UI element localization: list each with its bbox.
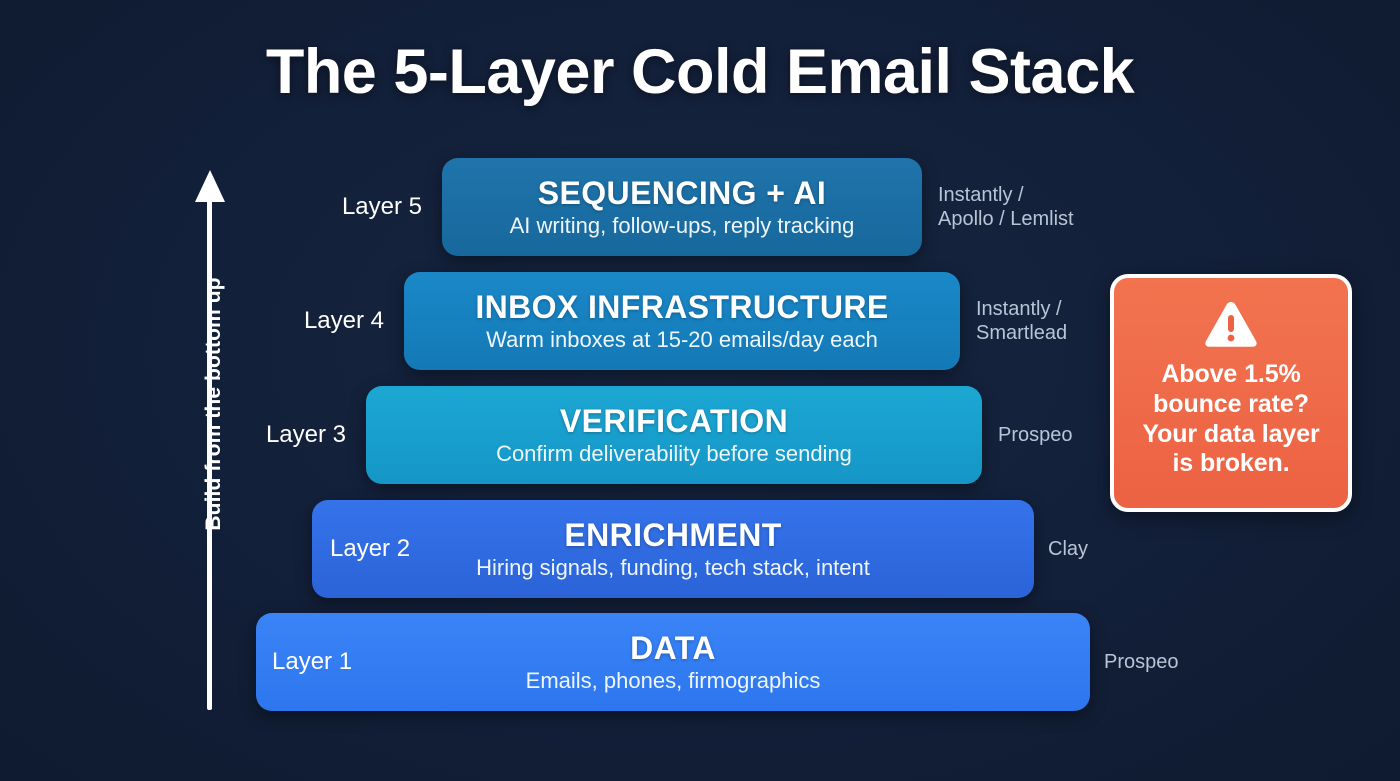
layer-description-3: Confirm deliverability before sending: [496, 441, 852, 467]
layer-description-2: Hiring signals, funding, tech stack, int…: [476, 555, 870, 581]
layer-title-3: VERIFICATION: [559, 402, 789, 439]
warning-line: Above 1.5%: [1161, 360, 1301, 388]
layer-title-1: DATA: [630, 629, 716, 666]
vendor-label-5: Instantly / Apollo / Lemlist: [938, 158, 1074, 256]
layer-number-label-1: Layer 1: [272, 648, 353, 675]
layer-description-5: AI writing, follow-ups, reply tracking: [509, 213, 855, 239]
layer-title-5: SEQUENCING + AI: [537, 174, 827, 211]
layer-bar-1[interactable]: DATA Emails, phones, firmographics: [256, 613, 1090, 711]
vendor-line: Instantly /: [976, 298, 1062, 320]
vendor-line: Smartlead: [976, 322, 1068, 344]
pyramid-row-layer-5: Layer 5 SEQUENCING + AI AI writing, foll…: [0, 158, 1400, 256]
layer-title-4: INBOX INFRASTRUCTURE: [475, 288, 889, 325]
warning-text: Above 1.5% bounce rate? Your data layer …: [1114, 360, 1348, 479]
layer-description-4: Warm inboxes at 15-20 emails/day each: [486, 327, 878, 353]
warning-line: bounce rate?: [1153, 389, 1309, 418]
vendor-line: Clay: [1048, 538, 1089, 560]
layer-number-label-3: Layer 3: [265, 421, 346, 448]
warning-triangle-icon: [1205, 302, 1257, 347]
vendor-label-3: Prospeo: [998, 386, 1073, 484]
vendor-line: Prospeo: [1104, 651, 1179, 673]
layer-number-label-2: Layer 2: [330, 535, 411, 562]
vendor-line: Apollo / Lemlist: [938, 208, 1074, 230]
layer-bar-2[interactable]: ENRICHMENT Hiring signals, funding, tech…: [312, 500, 1034, 598]
vendor-label-1: Prospeo: [1104, 613, 1179, 711]
layer-bar-5[interactable]: SEQUENCING + AI AI writing, follow-ups, …: [442, 158, 922, 256]
layer-description-1: Emails, phones, firmographics: [525, 668, 821, 694]
layer-bar-4[interactable]: INBOX INFRASTRUCTURE Warm inboxes at 15-…: [404, 272, 960, 370]
warning-line: Your data layer: [1142, 419, 1320, 448]
warning-line: is broken.: [1172, 449, 1290, 478]
layer-number-label-4: Layer 4: [303, 307, 384, 334]
layer-title-2: ENRICHMENT: [564, 516, 782, 553]
pyramid-row-layer-4: Layer 4 INBOX INFRASTRUCTURE Warm inboxe…: [0, 272, 1400, 370]
vendor-line: Instantly /: [938, 184, 1024, 206]
vendor-line: Prospeo: [998, 424, 1073, 446]
page-title: The 5-Layer Cold Email Stack: [265, 37, 1135, 107]
build-direction-arrow: Build from the bottom up: [165, 170, 275, 710]
warning-callout-card: Above 1.5% bounce rate? Your data layer …: [1110, 274, 1352, 512]
pyramid-row-layer-3: Layer 3 VERIFICATION Confirm deliverabil…: [0, 386, 1400, 484]
layer-bar-3[interactable]: VERIFICATION Confirm deliverability befo…: [366, 386, 982, 484]
layer-number-label-5: Layer 5: [341, 193, 422, 220]
pyramid-row-layer-2: ENRICHMENT Hiring signals, funding, tech…: [0, 500, 1400, 598]
vendor-label-4: Instantly / Smartlead: [976, 272, 1067, 370]
vendor-label-2: Clay: [1048, 500, 1088, 598]
arrow-shaft: [207, 196, 212, 710]
pyramid-row-layer-1: DATA Emails, phones, firmographics Layer…: [0, 613, 1400, 711]
